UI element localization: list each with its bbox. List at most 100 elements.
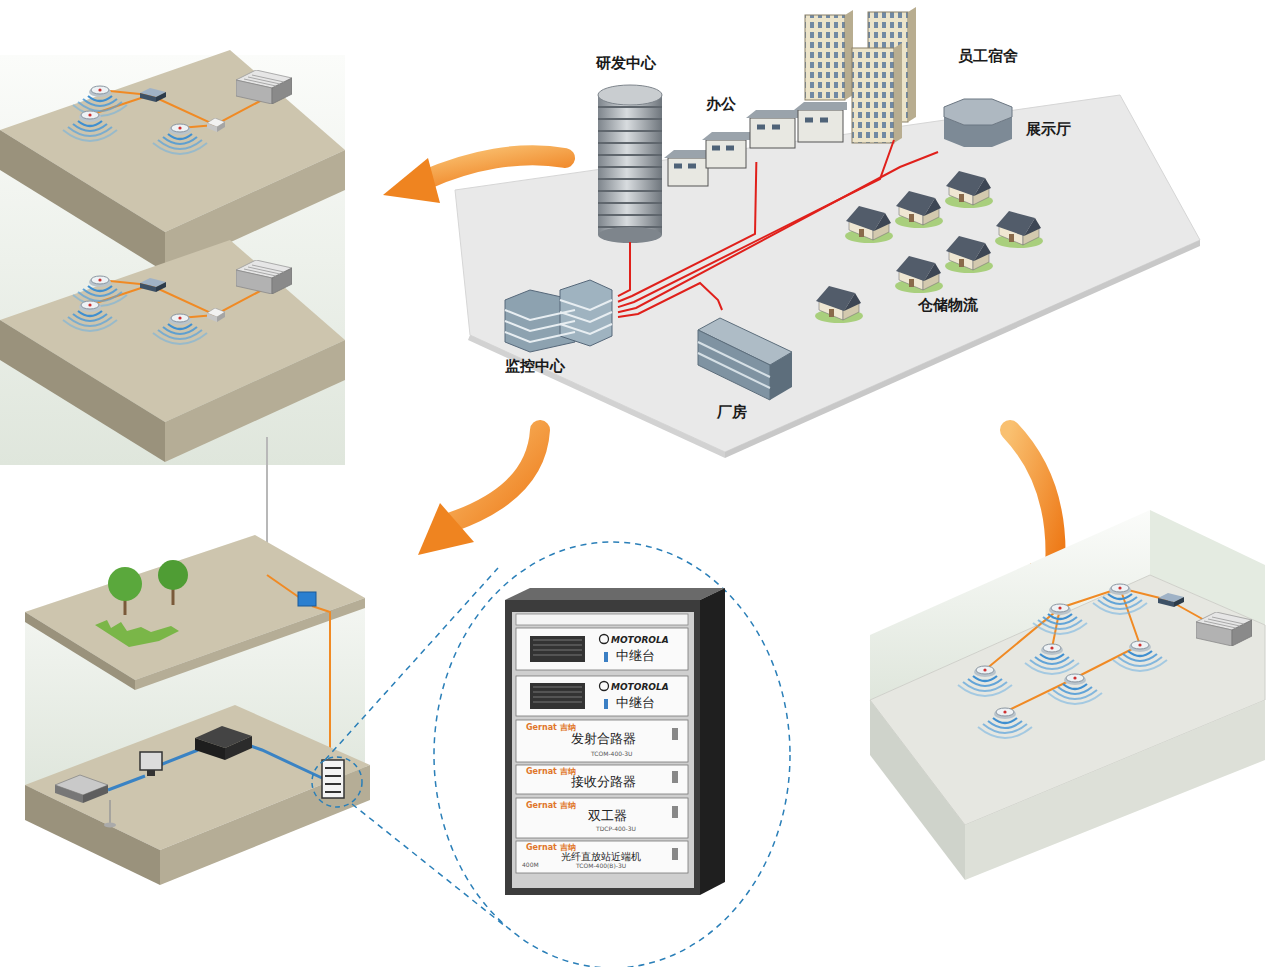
power-splitter	[140, 88, 166, 102]
ceiling-antenna	[153, 124, 207, 154]
rack-module: Gernat 吉纳400M光纤直放站近端机TCOM-400(B)-3U	[516, 841, 688, 873]
dorm-side	[908, 7, 916, 122]
module-panel	[516, 798, 688, 838]
module-text: 中继台	[616, 649, 655, 664]
building-label: 研发中心	[596, 55, 656, 72]
office-building	[798, 110, 843, 142]
ceiling-antenna	[958, 666, 1012, 696]
ceiling-antenna	[1025, 644, 1079, 674]
cable-line	[618, 152, 938, 312]
orange-arrowhead	[418, 503, 474, 555]
module-text: TDCP-400-3U	[596, 826, 636, 833]
remote-unit	[298, 592, 316, 606]
stand-antenna	[104, 823, 116, 828]
stand-antenna	[109, 800, 111, 824]
repeater	[236, 70, 292, 104]
office-building	[668, 158, 708, 186]
hall-roof	[944, 99, 1012, 125]
warehouse-house	[815, 286, 863, 323]
grass	[95, 620, 179, 647]
building: 厂房	[695, 310, 795, 423]
building: 展示厅	[938, 96, 1080, 152]
warehouse-house	[845, 206, 893, 243]
tree-trunk	[172, 588, 175, 605]
rack-side	[700, 588, 725, 895]
power-switch	[672, 771, 678, 783]
building-label: 厂房	[717, 404, 747, 421]
office-roof	[794, 102, 847, 110]
building-label: 员工宿舍	[958, 48, 1018, 65]
repeater	[1196, 612, 1252, 646]
orange-arrowhead	[383, 158, 440, 203]
coupler	[207, 308, 225, 322]
module-panel	[516, 676, 688, 716]
floor-edge	[0, 130, 165, 272]
base-box	[55, 785, 83, 803]
tree-crown	[158, 560, 188, 590]
office-roof	[702, 132, 750, 140]
building-label: 办公	[706, 96, 736, 113]
zoom-ellipse	[434, 542, 790, 967]
ceiling-antenna	[978, 708, 1032, 738]
tower-base	[598, 227, 662, 243]
module-text: MOTOROLA	[611, 635, 669, 645]
speaker-grille	[533, 640, 582, 655]
orange-arrow	[452, 430, 540, 522]
module-text: 发射合路器	[571, 732, 636, 747]
rack-module: Gernat 吉纳接收分路器	[516, 765, 688, 794]
coupler	[207, 118, 225, 132]
mini-rack	[322, 760, 344, 798]
power-switch	[672, 848, 678, 860]
orange-arrow	[1010, 430, 1055, 568]
building: 监控中心	[500, 270, 618, 382]
tower-roof	[598, 85, 662, 105]
ceiling-antenna	[63, 301, 117, 331]
monitor-floors	[505, 300, 612, 342]
brand-logo	[600, 682, 609, 691]
ceiling-antenna	[73, 86, 127, 116]
dorm-side	[894, 43, 902, 143]
floor-edge	[0, 320, 165, 462]
factory-front	[698, 330, 770, 400]
speaker-grille	[530, 636, 585, 662]
rack-top	[505, 588, 725, 600]
rack-module: Gernat 吉纳发射合路器TCOM-400-3U	[516, 720, 688, 762]
warehouse-house	[945, 171, 993, 208]
office-roof	[664, 150, 712, 158]
module-text: MOTOROLA	[611, 682, 669, 692]
zoom-circle	[312, 757, 362, 807]
monitor-stand	[147, 770, 155, 776]
dorm-tower	[852, 48, 894, 143]
module-text: Gernat 吉纳	[526, 723, 576, 732]
speaker-grille	[530, 683, 585, 709]
blank-panel	[516, 614, 688, 625]
feeder-cable	[985, 588, 1215, 712]
tree-crown	[108, 567, 142, 601]
room-edge	[965, 700, 1265, 880]
tower-floors	[598, 107, 662, 227]
status-icon	[604, 699, 608, 709]
campus-edge	[468, 335, 725, 458]
building: 仓储物流	[838, 165, 1048, 325]
rack-panel	[512, 612, 694, 888]
office-building	[750, 118, 795, 148]
speaker-grille	[533, 687, 582, 702]
cable-line	[618, 242, 630, 296]
floor-edge	[160, 765, 370, 885]
rack-front	[505, 600, 700, 895]
rack-module: Gernat 吉纳双工器TDCP-400-3U	[516, 798, 688, 838]
building: 员工宿舍	[800, 8, 1035, 140]
module-text: 双工器	[588, 809, 627, 824]
warehouse-house	[945, 236, 993, 273]
ceiling-antenna	[73, 276, 127, 306]
rd-tower	[598, 95, 662, 235]
floor-edge	[165, 340, 345, 462]
power-switch	[672, 728, 678, 740]
module-text: 光纤直放站近端机	[561, 851, 641, 863]
module-text: Gernat 吉纳	[526, 843, 576, 852]
rack-module: MOTOROLA 中继台	[516, 628, 688, 670]
warehouse-house	[995, 211, 1043, 248]
warehouse-house	[895, 256, 943, 293]
factory-floors	[698, 342, 770, 388]
